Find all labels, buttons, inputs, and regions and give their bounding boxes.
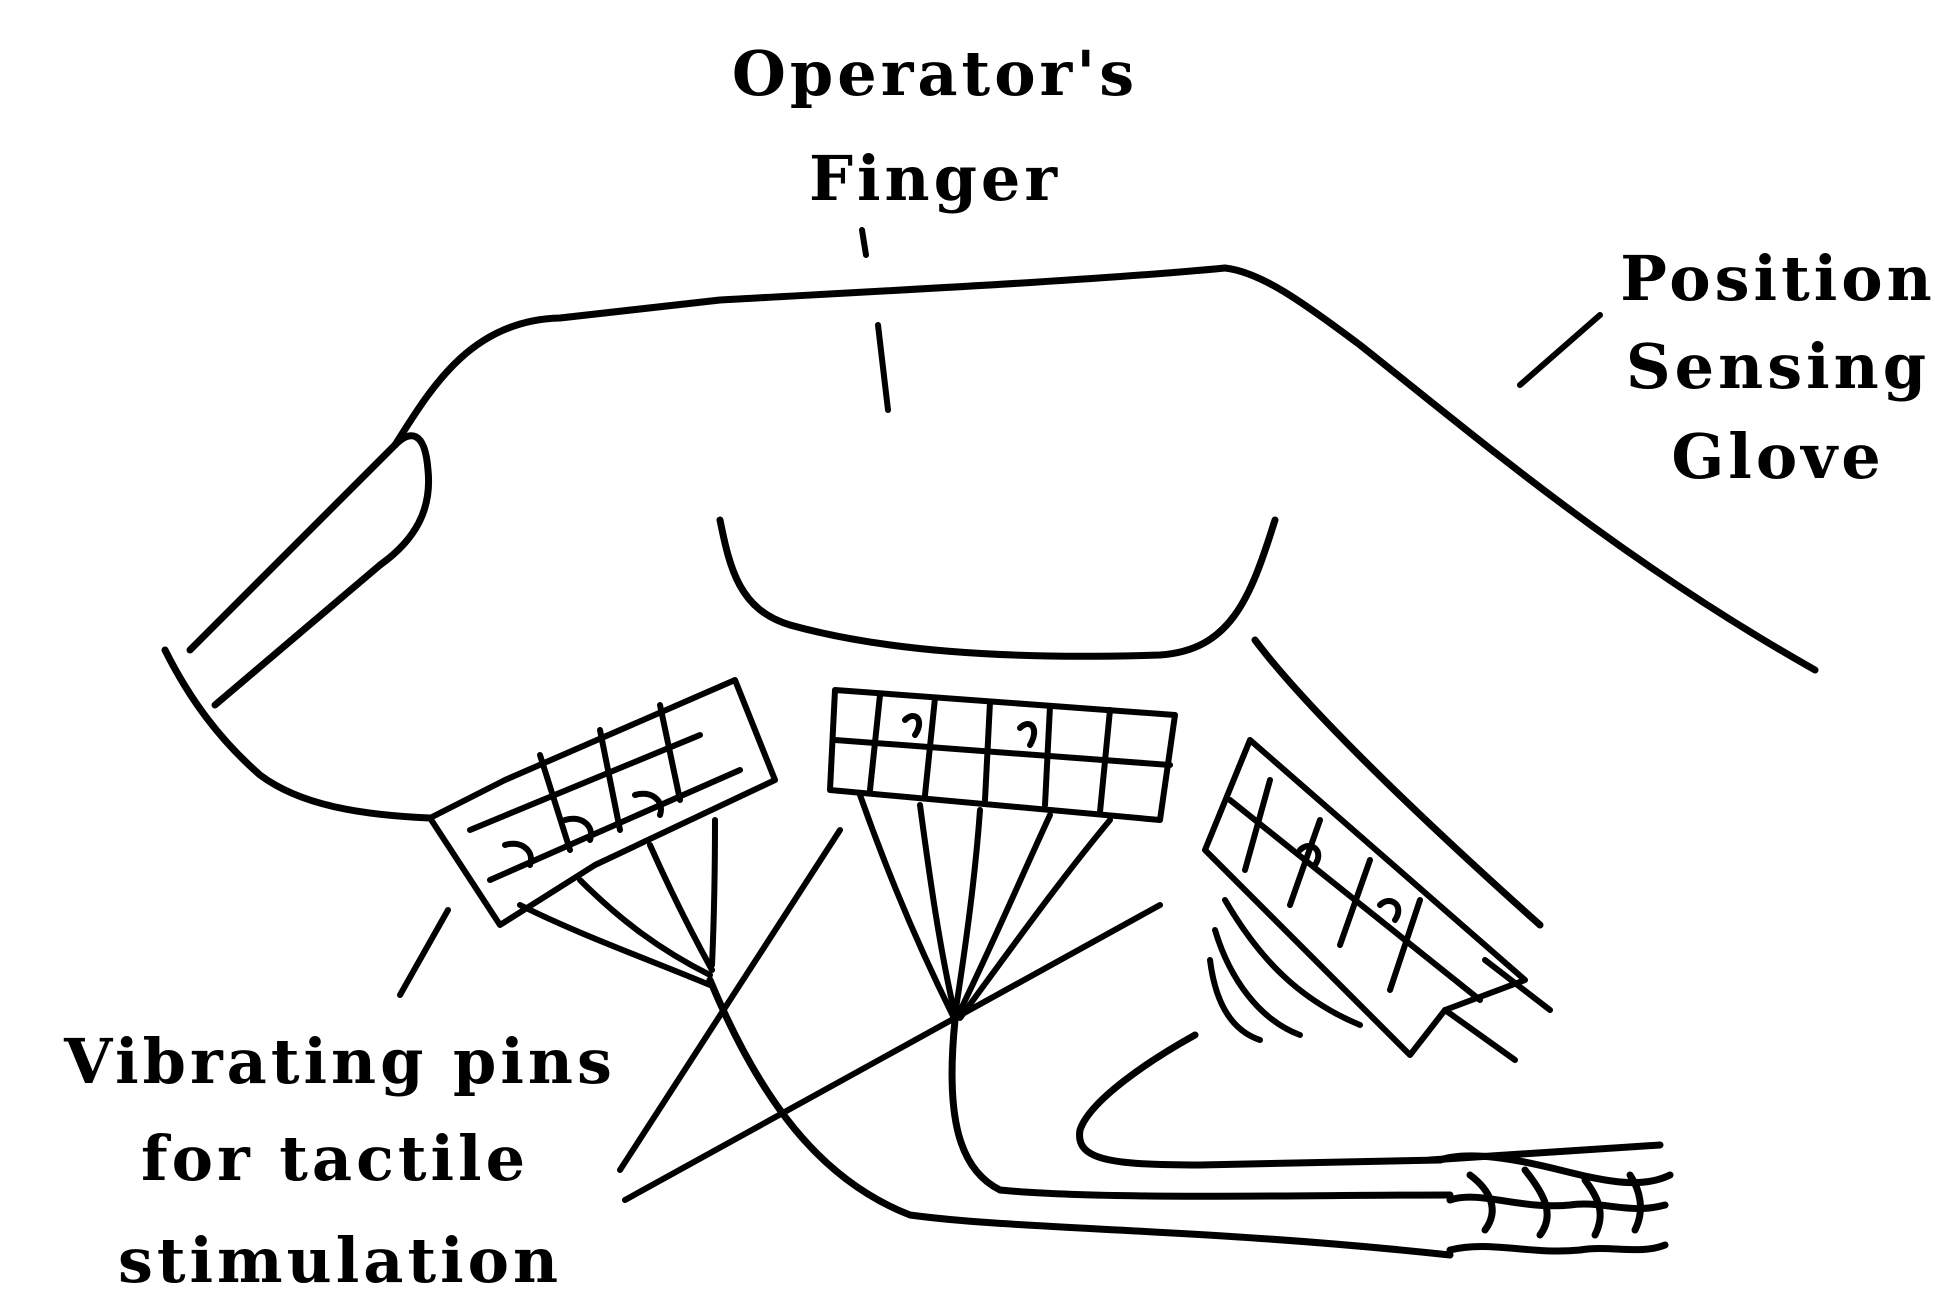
pin-array-center	[830, 690, 1175, 1020]
label-position-sensing-glove: Position Sensing Glove	[1620, 242, 1935, 493]
finger-leader	[862, 230, 888, 410]
label-finger-line1: Operator's	[732, 37, 1138, 110]
label-vibrating-pins: Vibrating pins for tactile stimulation	[63, 1025, 616, 1297]
pin-array-left	[430, 680, 775, 985]
label-finger-line2: Finger	[809, 142, 1061, 215]
label-pins-line2: for tactile	[141, 1122, 529, 1195]
label-glove-line3: Glove	[1671, 420, 1884, 493]
pins-leader-left	[400, 910, 448, 995]
glove-leader	[1520, 315, 1600, 385]
label-glove-line1: Position	[1620, 242, 1935, 315]
label-glove-line2: Sensing	[1626, 330, 1930, 403]
cable-bundle	[710, 640, 1670, 1255]
pins-leader-mid1	[620, 830, 840, 1170]
pins-leader-mid2	[625, 905, 1160, 1200]
label-pins-line1: Vibrating pins	[63, 1025, 616, 1098]
label-operators-finger: Operator's Finger	[732, 37, 1138, 215]
label-pins-line3: stimulation	[118, 1224, 562, 1297]
pin-array-right	[1205, 740, 1550, 1060]
